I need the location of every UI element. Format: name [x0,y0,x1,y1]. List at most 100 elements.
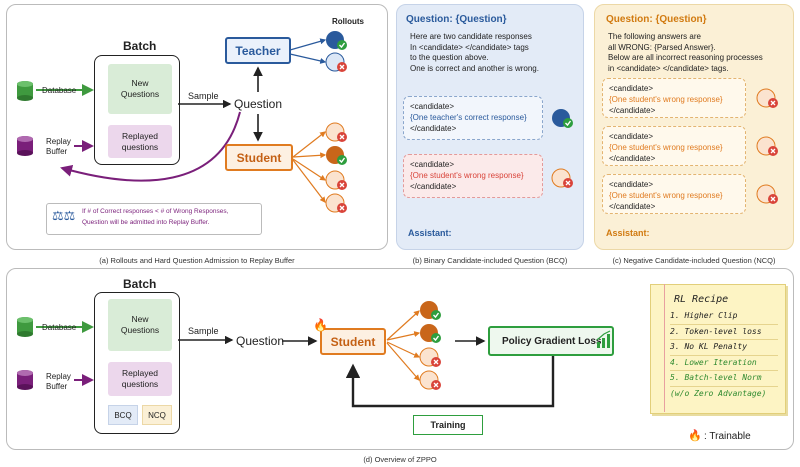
replayed-line2: questions [121,141,159,152]
ncq-wrong-icon-2 [756,136,778,156]
bcq-assistant: Assistant: [408,228,452,238]
ncq-intro: The following answers are all WRONG: {Pa… [608,32,763,74]
student-box-d: Student [320,328,386,355]
batch-title-a: Batch [123,39,157,53]
replayed-d1: Replayed [122,368,158,378]
replay-buffer-label-a2: Buffer [46,147,68,156]
recipe-item-5: 5. Batch-level Norm [670,371,778,387]
ncq-close-2: </candidate> [609,154,656,163]
student-rollout-wrong-1 [325,122,347,142]
database-icon-d [17,317,33,337]
student-rollout-correct [326,146,347,165]
new-questions-line1: New [131,78,149,88]
sample-label-a: Sample [188,91,219,101]
panel-a [6,4,388,250]
trainable-label: : Trainable [704,431,751,442]
bcq-correct-icon [552,109,573,128]
flame-icon: 🔥 [313,318,328,332]
ncq-candidate-2: <candidate> {One student's wrong respons… [602,126,746,166]
note-line-1: If # of Correct responses < # of Wrong R… [82,208,229,215]
trainable-flame-icon: 🔥 [688,430,702,442]
rl-recipe-note [650,284,786,414]
new-questions-box-a: New Questions [108,64,172,114]
caption-d: (d) Overview of ZPPO [363,455,437,464]
replay-buffer-icon-d [17,370,33,390]
caption-b: (b) Binary Candidate-included Question (… [412,256,568,265]
recipe-item-3: 3. No KL Penalty [670,340,778,356]
rl-recipe-margin [664,284,665,412]
caption-c: (c) Negative Candidate-included Question… [612,256,776,265]
chart-up-icon [596,330,611,348]
ncq-candidate-1: <candidate> {One student's wrong respons… [602,78,746,118]
policy-gradient-box: Policy Gradient Loss [488,326,614,356]
database-icon [17,81,33,101]
student-box-a: Student [225,144,293,171]
teacher-rollout-correct [326,31,347,50]
wrong-response-text: {One student's wrong response} [410,171,524,180]
new-questions-d1: New [131,314,149,324]
bcq-wrong-icon [551,168,573,188]
teacher-box: Teacher [225,37,291,64]
student-rollout-wrong-3 [325,193,347,213]
ncq-open-2: <candidate> [609,132,654,141]
student-rollout-d-wrong-2 [419,370,441,390]
ncq-wrong-3: {One student's wrong response} [609,191,723,200]
ncq-close-1: </candidate> [609,106,656,115]
batch-box-d [94,292,180,434]
admission-note [46,203,262,235]
ncq-intro-2: all WRONG: {Parsed Answer}. [608,42,716,52]
batch-box-a [94,55,180,165]
recipe-item-6: (w/o Zero Advantage) [670,388,767,398]
ncq-intro-4: in <candidate> </candidate> tags. [608,63,729,73]
ncq-wrong-icon-1 [756,88,778,108]
student-rollout-wrong-2 [325,170,347,190]
replay-buffer-d1: Replay [46,372,71,381]
rl-recipe-title: RL Recipe [674,294,729,305]
bcq-intro: Here are two candidate responses In <can… [410,32,539,74]
ncq-title: Question: {Question} [606,14,707,25]
rl-recipe-lines: 1. Higher Clip 2. Token-level loss 3. No… [670,309,778,401]
recipe-item-1: 1. Higher Clip [670,309,778,325]
scale-icon: ⚖⚖ [52,208,76,223]
correct-response-text: {One teacher's correct response} [410,113,527,122]
question-label-d: Question [236,334,285,348]
recipe-item-2: 2. Token-level loss [670,325,778,340]
ncq-open-3: <candidate> [609,180,654,189]
training-box: Training [413,415,483,435]
replayed-line1: Replayed [122,130,158,141]
rollouts-label: Rollouts [332,17,364,26]
student-rollout-d-correct-2 [420,324,441,343]
recipe-item-4: 4. Lower Iteration [670,356,778,371]
ncq-candidate-3: <candidate> {One student's wrong respons… [602,174,746,214]
replayed-d2: questions [121,379,159,389]
policy-gradient-label: Policy Gradient Loss [502,335,602,347]
panel-d [6,268,794,450]
batch-title-d: Batch [123,277,157,291]
cand-close-2: </candidate> [410,182,457,191]
bcq-intro-3: to the question above. [410,53,489,62]
bcq-tag: BCQ [108,405,138,425]
bcq-correct-candidate: <candidate> {One teacher's correct respo… [403,96,543,140]
ncq-close-3: </candidate> [609,202,656,211]
database-label-d: Database [42,323,77,332]
caption-a: (a) Rollouts and Hard Question Admission… [99,256,295,265]
student-rollout-d-wrong-1 [419,347,441,367]
ncq-wrong-2: {One student's wrong response} [609,143,723,152]
database-label-a: Database [42,86,77,95]
bcq-title: Question: {Question} [406,14,507,25]
replay-buffer-d2: Buffer [46,382,68,391]
ncq-tag: NCQ [142,405,172,425]
ncq-wrong-icon-3 [756,184,778,204]
cand-close: </candidate> [410,124,457,133]
bcq-intro-2: In <candidate> </candidate> tags [410,42,529,52]
ncq-assistant: Assistant: [606,228,650,238]
replay-buffer-icon [17,136,33,156]
student-rollout-d-correct-1 [420,301,441,320]
ncq-intro-1: The following answers are [608,32,701,41]
cand-open: <candidate> [410,102,455,111]
bcq-intro-1: Here are two candidate responses [410,32,532,41]
ncq-intro-3: Below are all incorrect reasoning proces… [608,53,763,62]
ncq-open-1: <candidate> [609,84,654,93]
